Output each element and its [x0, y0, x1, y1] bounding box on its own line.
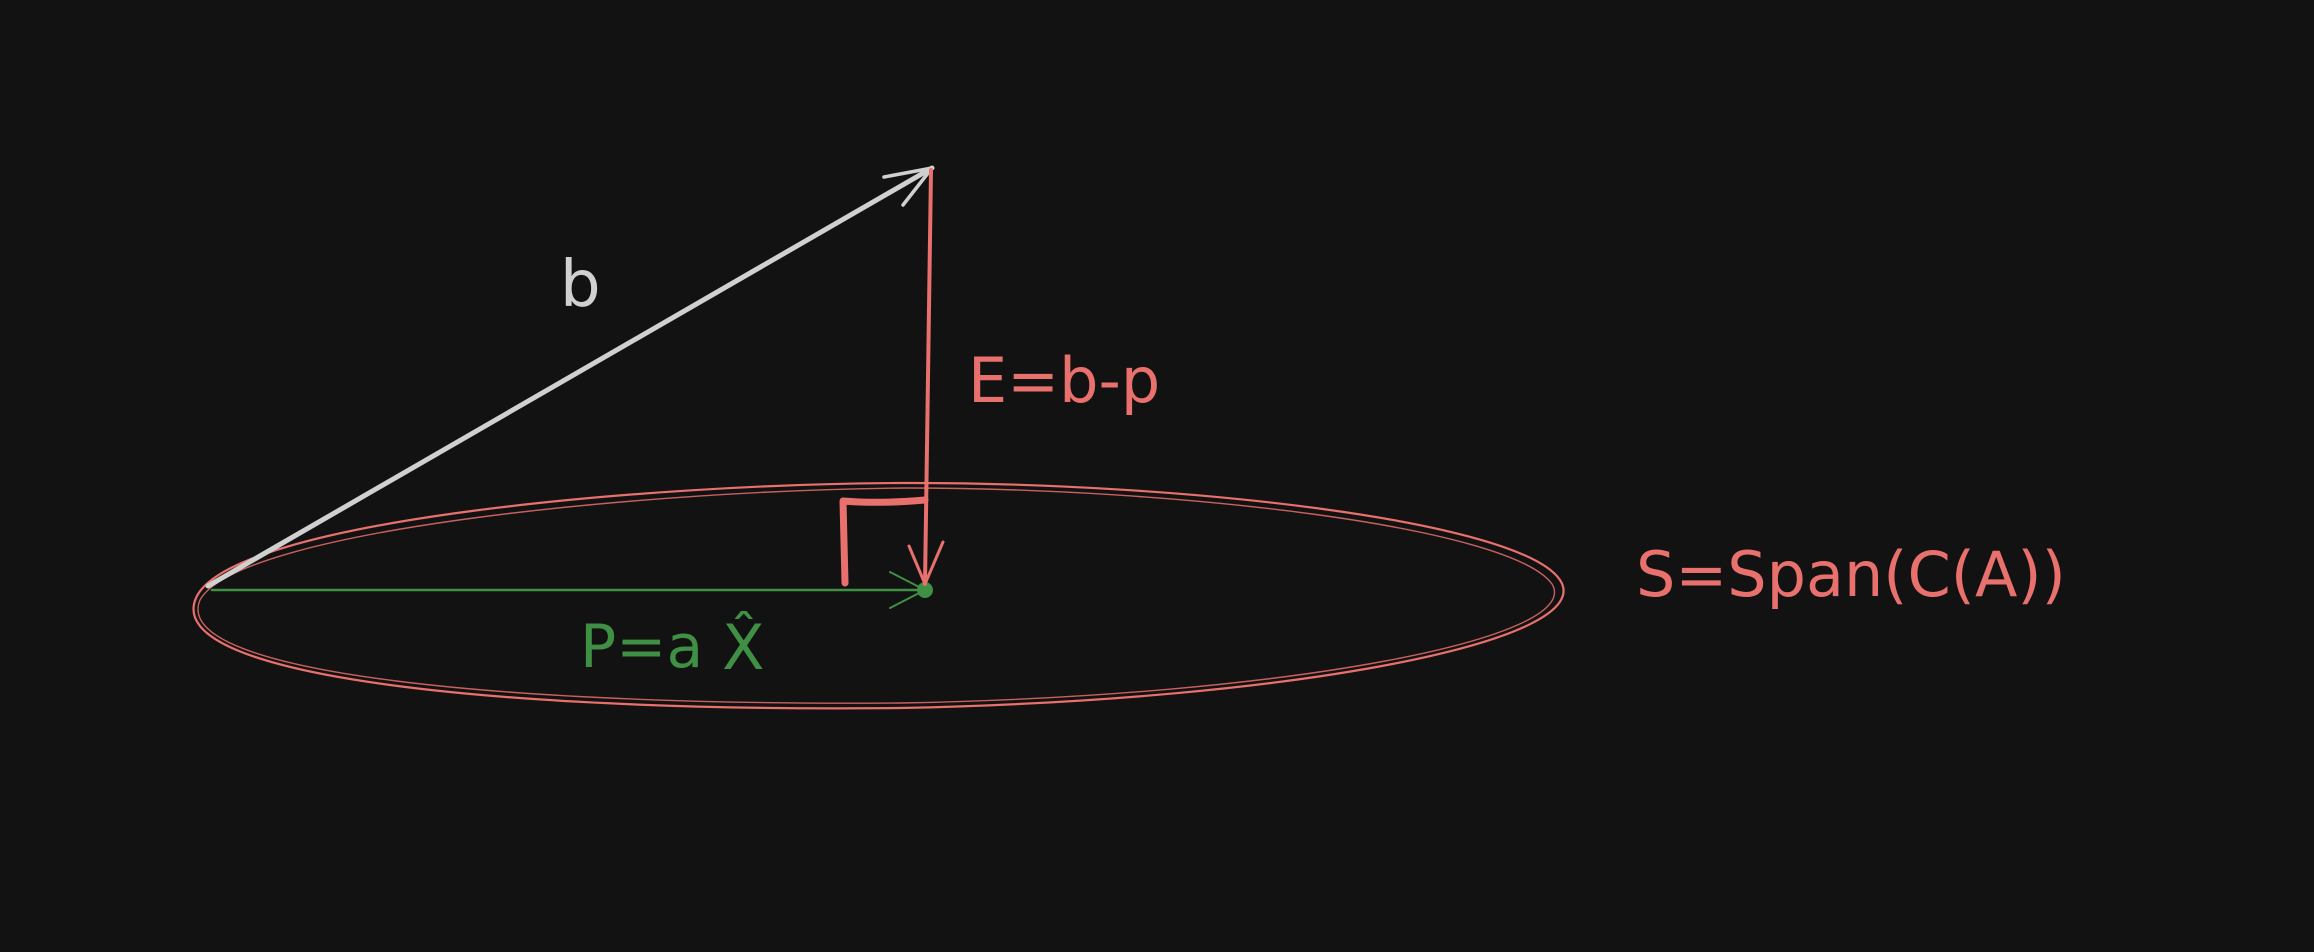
vector-b-arrowhead-left — [882, 166, 934, 179]
vector-b — [205, 165, 935, 589]
vector-b-line — [205, 165, 935, 589]
error-vector — [907, 168, 945, 586]
projection-xhat-label: X̂ — [722, 611, 764, 684]
projection-point — [917, 582, 933, 598]
subspace-ellipse-outer — [192, 481, 1565, 710]
error-line — [923, 168, 933, 586]
right-angle-marker — [839, 496, 929, 587]
error-arrowhead-left — [907, 544, 927, 586]
subspace-label: S=Span(C(A)) — [1636, 538, 2066, 611]
projection-vector — [210, 571, 933, 609]
vector-b-arrowhead-right — [901, 166, 934, 207]
error-label: E=b-p — [968, 344, 1160, 417]
subspace-plane — [192, 481, 1565, 710]
subspace-ellipse-inner — [197, 487, 1555, 704]
error-arrowhead-right — [923, 540, 945, 586]
vector-b-label: b — [560, 248, 601, 322]
projection-label: P=a — [580, 612, 703, 682]
